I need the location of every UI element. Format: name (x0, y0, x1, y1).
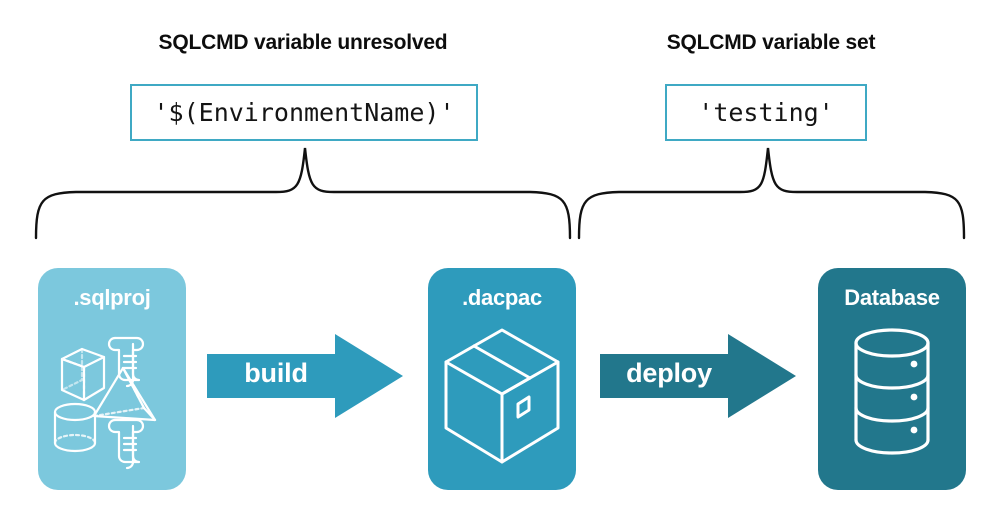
sqlcmd-value-unresolved: '$(EnvironmentName)' (153, 98, 455, 127)
arrow-right-icon (600, 334, 796, 418)
sqlproj-object-icons (53, 336, 157, 470)
arrow-deploy[interactable]: deploy (600, 332, 796, 420)
arrow-right-icon (207, 334, 403, 418)
artifact-card-sqlproj[interactable]: .sqlproj (38, 268, 186, 490)
script-scroll-icon (107, 418, 145, 470)
sqlcmd-value-box-unresolved: '$(EnvironmentName)' (130, 84, 478, 141)
sqlcmd-value-set: 'testing' (698, 98, 834, 127)
cube-icon (60, 347, 106, 402)
group-title-left: SQLCMD variable unresolved (158, 31, 448, 54)
package-box-icon (444, 328, 560, 464)
artifact-card-sqlproj-label: .sqlproj (73, 285, 151, 310)
script-scroll-icon (107, 336, 145, 388)
database-status-dots (910, 360, 918, 434)
pyramid-icon (92, 366, 157, 422)
sqlcmd-value-box-set: 'testing' (665, 84, 867, 141)
curly-brace-left (34, 147, 572, 240)
artifact-card-database-label: Database (844, 285, 940, 310)
arrow-build[interactable]: build (207, 332, 403, 420)
group-title-right: SQLCMD variable set (666, 31, 876, 54)
curly-brace-right (577, 147, 966, 240)
database-cylinder-icon (854, 328, 930, 455)
artifact-card-dacpac-label: .dacpac (462, 285, 542, 310)
cylinder-icon (53, 402, 97, 453)
artifact-card-database[interactable]: Database (818, 268, 966, 490)
artifact-card-dacpac[interactable]: .dacpac (428, 268, 576, 490)
